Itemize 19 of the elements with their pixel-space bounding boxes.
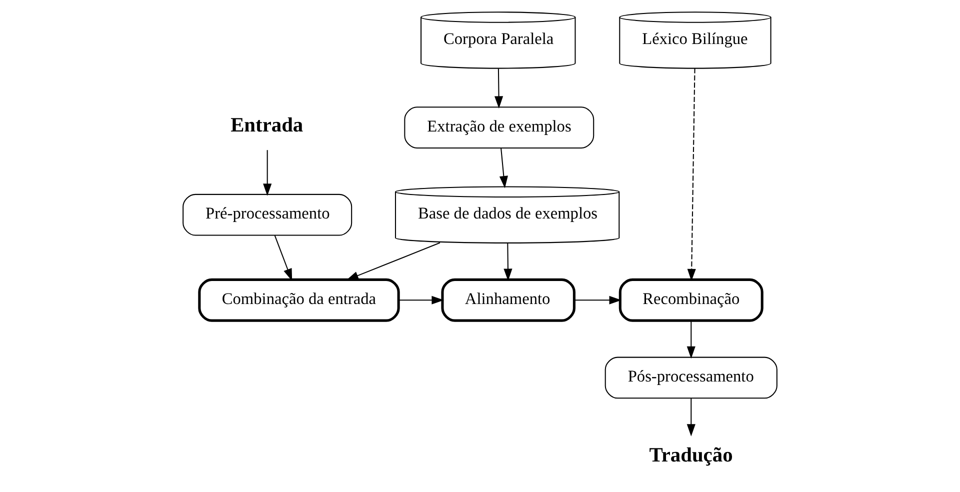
arrow bbox=[499, 148, 508, 188]
arrow bbox=[686, 320, 696, 359]
node-box: Combinação da entrada bbox=[198, 278, 400, 322]
node-box: Pré-processamento bbox=[182, 194, 352, 236]
arrow bbox=[398, 296, 444, 304]
node-text: Tradução bbox=[649, 444, 733, 466]
node-box: Extração de exemplos bbox=[404, 106, 594, 148]
node-box: Alinhamento bbox=[441, 278, 576, 322]
arrow bbox=[686, 398, 696, 436]
arrow bbox=[263, 150, 272, 196]
arrow bbox=[346, 242, 440, 280]
node-box: Pós-processamento bbox=[604, 356, 778, 399]
arrow bbox=[687, 68, 696, 282]
arrow bbox=[504, 243, 512, 281]
node-box: Recombinação bbox=[618, 278, 764, 322]
arrow bbox=[574, 296, 622, 304]
arrow bbox=[494, 68, 504, 108]
node-text: Entrada bbox=[230, 114, 304, 137]
arrow bbox=[274, 235, 292, 281]
